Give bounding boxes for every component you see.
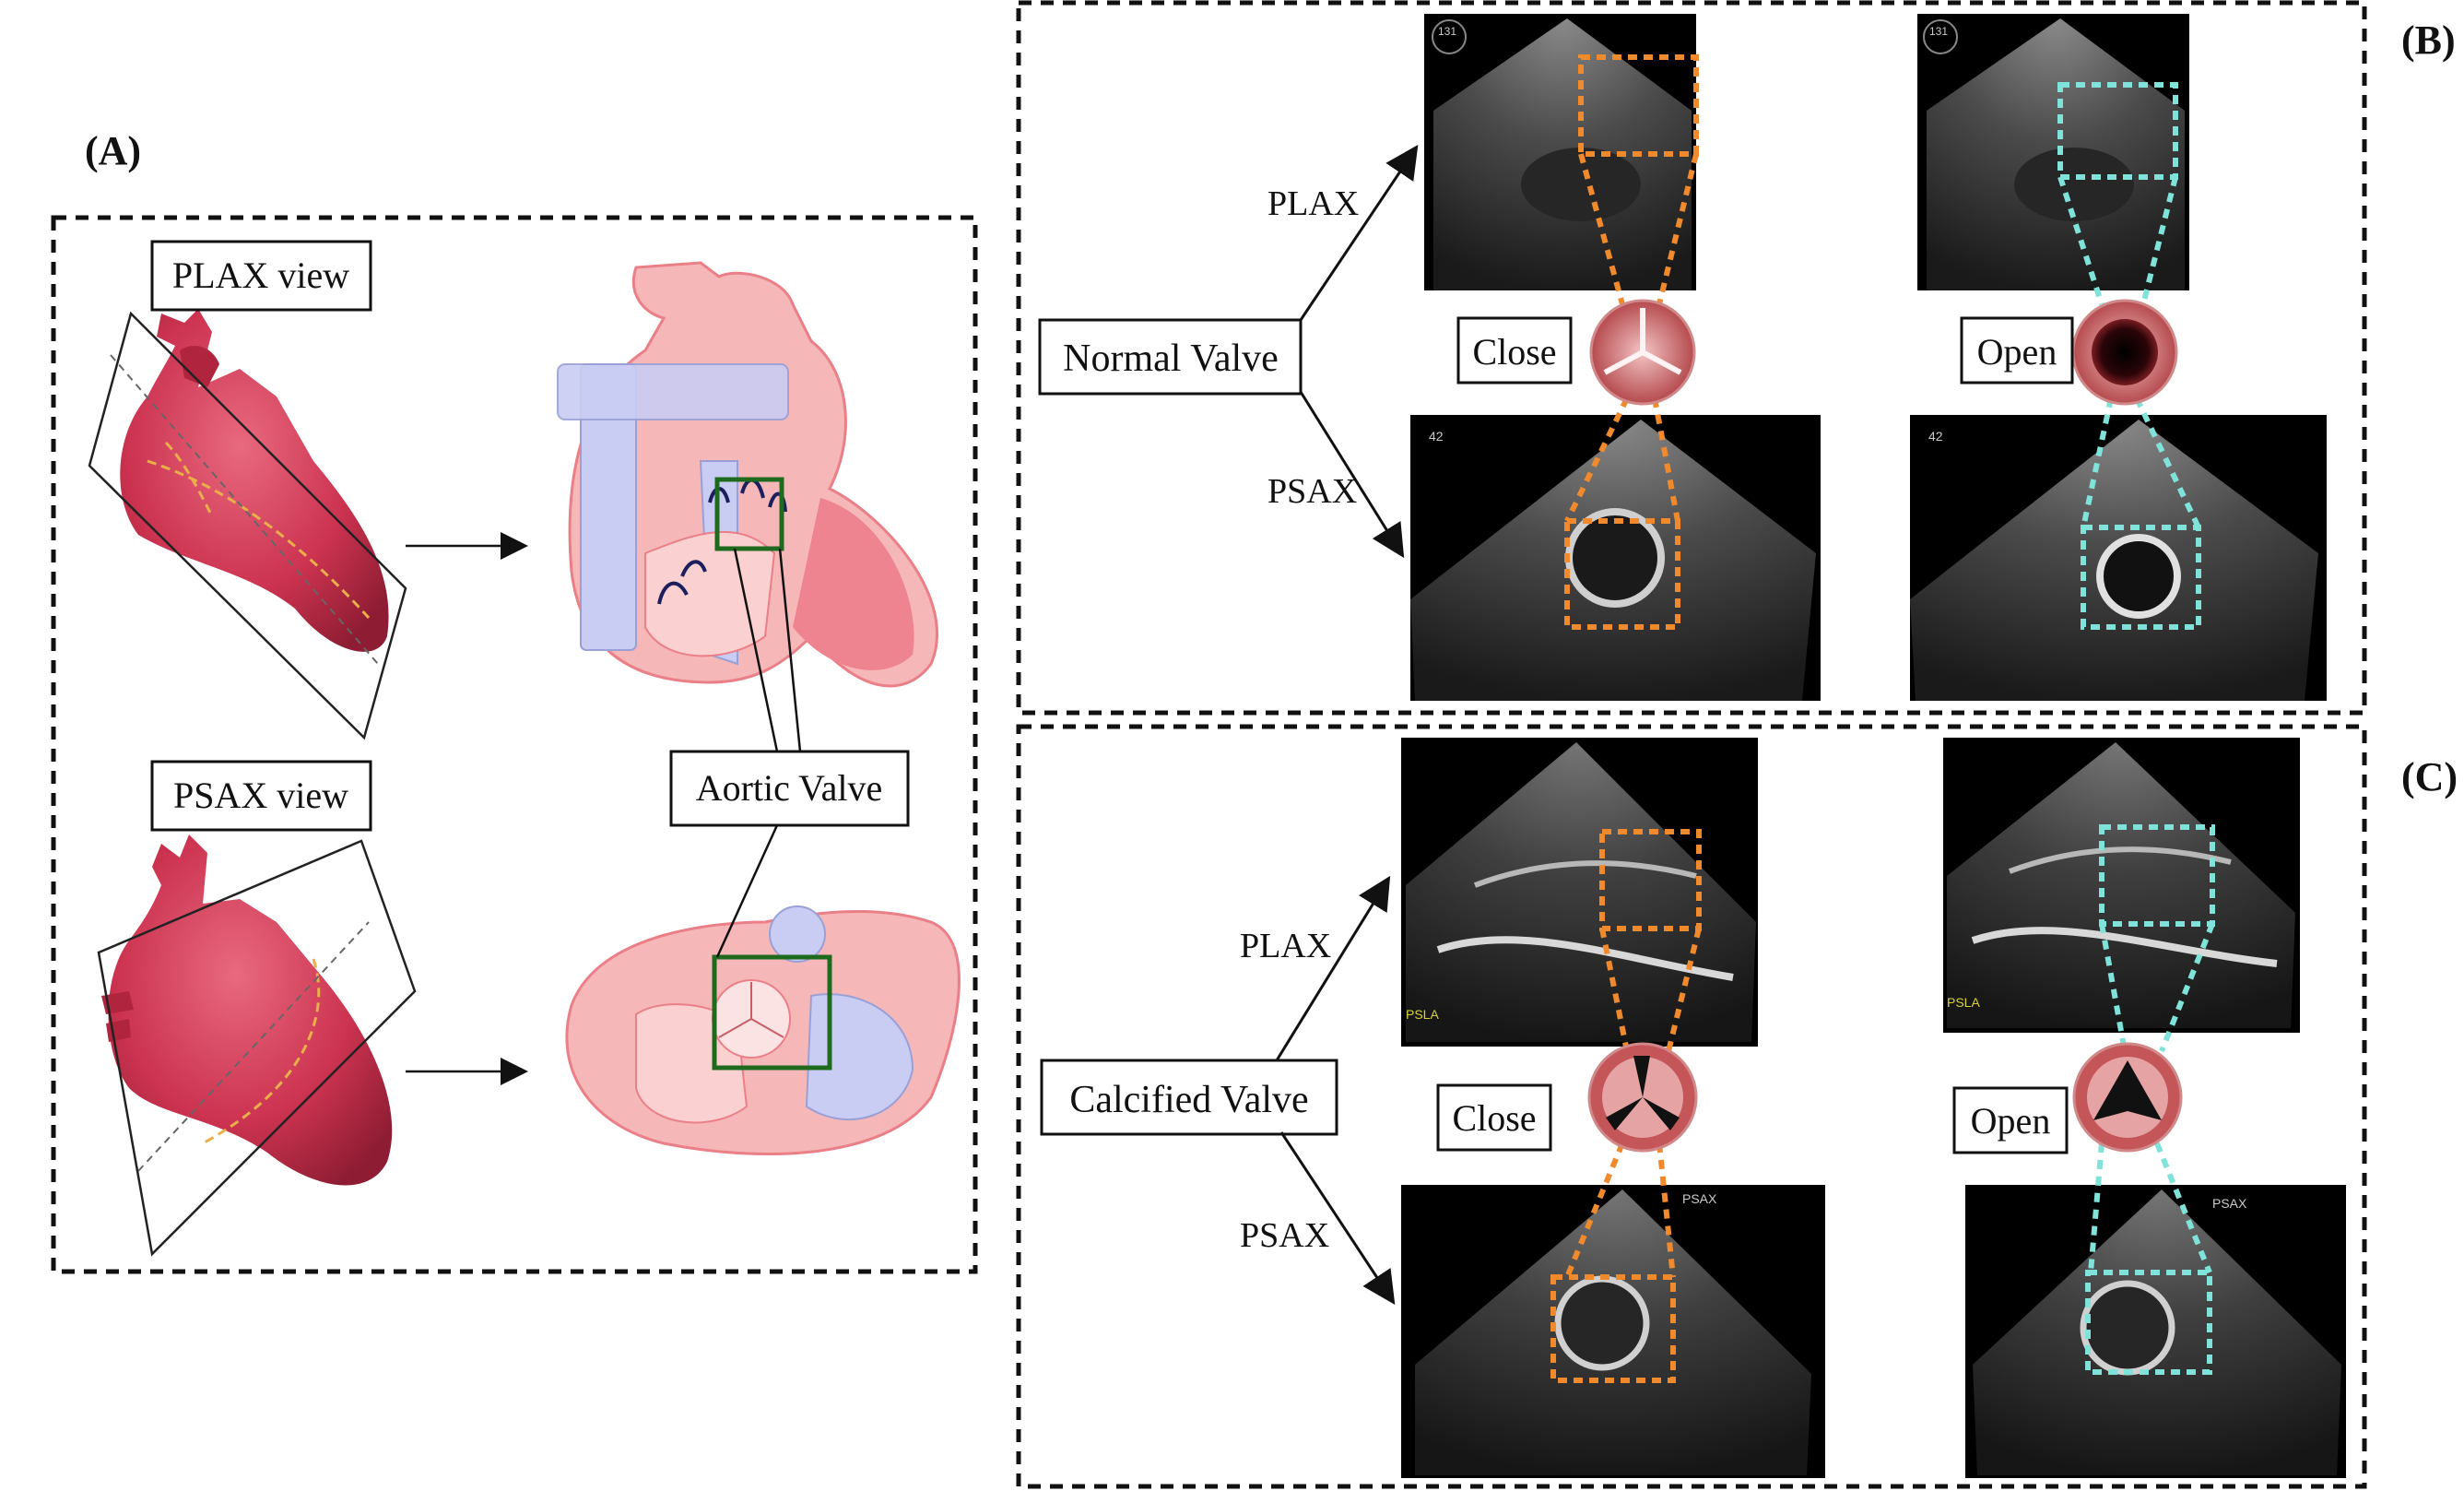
calcified-plax-label: PLAX <box>1240 927 1331 965</box>
calcified-plax-tag-right: PSLA <box>1947 995 1980 1010</box>
normal-psax-depth-left: 42 <box>1429 429 1444 444</box>
panel-c: (C) Calcified Valve PLAX PSAX PSLA PSLA … <box>1016 724 2458 1489</box>
short-axis-valve-box <box>712 954 832 1071</box>
long-axis-anatomy-diagram <box>557 261 938 688</box>
calcified-psax-closed-echo: PSAX <box>1401 1185 1825 1478</box>
calcified-close-connectors <box>1564 928 1702 1279</box>
psax-view-box <box>150 760 372 832</box>
aortic-valve-label: Aortic Valve <box>696 767 883 809</box>
calcified-psax-close-roi <box>1550 1274 1676 1383</box>
plax-view-box <box>150 240 372 312</box>
psax-view-label: PSAX view <box>173 775 348 816</box>
normal-closed-valve-icon <box>1589 299 1696 406</box>
normal-plax-depth-left: 131 <box>1438 25 1456 38</box>
calcified-valve-label: Calcified Valve <box>1069 1079 1308 1121</box>
normal-plax-close-roi <box>1578 54 1699 157</box>
calcified-open-connectors <box>2088 922 2215 1274</box>
normal-valve-box <box>1038 318 1303 396</box>
normal-open-label: Open <box>1977 331 2057 373</box>
calcified-psax-tag-left: PSAX <box>1682 1191 1717 1206</box>
normal-psax-open-roi <box>2081 525 2201 630</box>
normal-psax-label: PSAX <box>1267 472 1357 511</box>
plax-heart-illustration <box>88 309 407 740</box>
normal-psax-arrow <box>1299 391 1405 559</box>
calcified-close-box <box>1436 1083 1552 1152</box>
normal-plax-label: PLAX <box>1267 184 1359 223</box>
normal-open-box <box>1960 316 2074 385</box>
panel-a: (A) PLAX view PSAX view <box>51 128 978 1274</box>
calcified-plax-closed-echo: PSLA <box>1401 738 1758 1047</box>
normal-plax-depth-right: 131 <box>1929 25 1948 38</box>
panel-b-label: (B) <box>2401 18 2456 63</box>
calcified-psax-arrow <box>1279 1131 1396 1306</box>
panel-a-label: (A) <box>85 128 141 173</box>
calcified-plax-tag-left: PSLA <box>1406 1007 1439 1022</box>
aortic-valve-box <box>669 750 910 827</box>
calcified-psax-label: PSAX <box>1240 1216 1329 1255</box>
normal-close-connectors <box>1564 153 1699 523</box>
psax-heart-illustration <box>97 834 417 1257</box>
short-axis-anatomy-diagram <box>565 905 961 1155</box>
normal-psax-depth-right: 42 <box>1928 429 1943 444</box>
normal-psax-open-echo: 42 <box>1910 415 2327 701</box>
normal-plax-open-echo: 131 <box>1917 14 2189 290</box>
panel-b: (B) Normal Valve PLAX PSAX 131 131 42 <box>1016 0 2456 716</box>
panel-a-frame <box>51 215 978 1274</box>
plax-view-label: PLAX view <box>172 254 349 296</box>
normal-close-label: Close <box>1472 331 1556 373</box>
calcified-psax-open-roi <box>2085 1270 2212 1375</box>
normal-plax-arrow <box>1299 145 1419 321</box>
calcified-close-label: Close <box>1452 1097 1536 1139</box>
calcified-valve-box <box>1040 1059 1338 1136</box>
calcified-plax-close-roi <box>1599 829 1702 931</box>
normal-psax-close-roi <box>1564 518 1680 630</box>
calcified-open-label: Open <box>1971 1100 2051 1142</box>
normal-valve-label: Normal Valve <box>1063 337 1279 380</box>
calcified-plax-open-echo: PSLA <box>1943 738 2300 1033</box>
callout-line-1 <box>733 548 779 752</box>
calcified-psax-tag-right: PSAX <box>2212 1196 2247 1211</box>
long-axis-valve-box <box>714 477 784 551</box>
normal-psax-closed-echo: 42 <box>1410 415 1821 701</box>
callout-line-2 <box>778 548 802 752</box>
normal-plax-open-roi <box>2057 82 2178 180</box>
normal-close-box <box>1456 316 1573 385</box>
calcified-psax-open-echo: PSAX <box>1965 1185 2346 1478</box>
normal-open-valve-icon <box>2071 299 2178 406</box>
calcified-plax-arrow <box>1275 875 1391 1061</box>
calcified-open-box <box>1952 1086 2069 1154</box>
panel-c-label: (C) <box>2401 754 2458 799</box>
calcified-plax-open-roi <box>2099 824 2215 927</box>
panel-c-frame <box>1016 724 2367 1489</box>
panel-b-frame <box>1016 0 2367 716</box>
normal-open-connectors <box>2057 176 2201 529</box>
calcified-open-valve-icon <box>2072 1042 2183 1153</box>
callout-line-3 <box>715 824 779 958</box>
calcified-closed-valve-icon <box>1587 1042 1698 1153</box>
